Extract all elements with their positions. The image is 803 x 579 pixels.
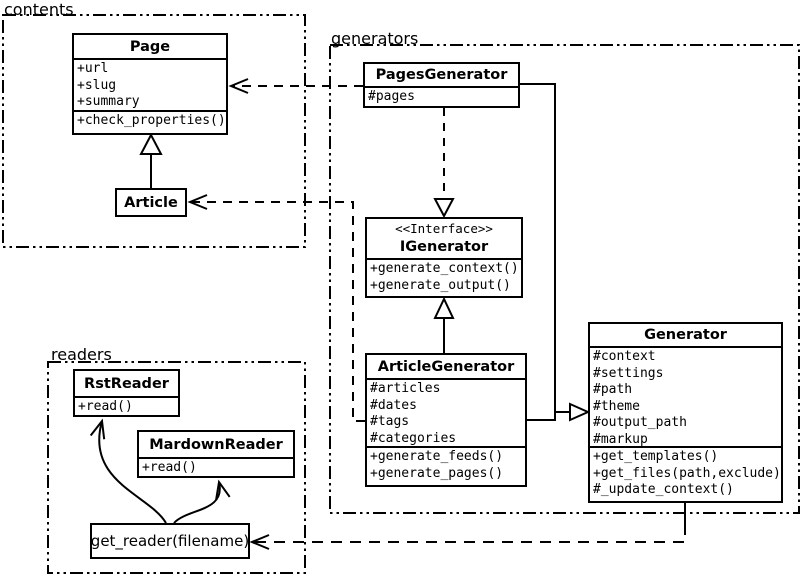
getreader-function-box: get_reader(filename) [90,523,250,559]
class-rstreader-name: RstReader [75,371,178,398]
arrow-getreader-to-mardownreader [173,479,231,524]
class-page: Page +url +slug +summary +check_properti… [72,33,228,135]
hollow-triangle-icon [139,132,163,155]
class-rstreader-methods: +read() [75,398,178,415]
attribute-line: #output_path [593,415,687,430]
dependency-articlegenerator-to-article [187,194,365,422]
arrow-getreader-to-rstreader [89,418,167,524]
class-igenerator-methods: +generate_context() +generate_output() [367,260,521,296]
class-generator-name: Generator [590,324,781,348]
package-label-generators: generators [331,29,419,48]
package-frames [2,14,800,574]
method-line: +generate_output() [370,277,511,293]
package-contents-frame [2,14,306,248]
attribute-line: #markup [593,431,648,447]
class-articlegenerator-methods: +generate_feeds() +generate_pages() [367,448,525,483]
method-line: +generate_context() [370,261,519,276]
generalization-articlegenerator-to-igenerator [433,296,455,353]
attribute-line: #theme [593,398,640,414]
hollow-triangle-icon [569,402,591,422]
class-articlegenerator-name: ArticleGenerator [367,355,525,380]
attribute-line: #tags [370,414,410,429]
attribute-line: #settings [593,365,664,381]
method-line: #_update_context() [593,482,734,497]
class-generator: Generator #context #settings #path #them… [588,322,783,503]
hollow-triangle-icon [433,296,455,319]
attribute-line: #context [593,349,656,364]
class-igenerator-name: IGenerator [399,238,489,255]
class-articlegenerator: ArticleGenerator #articles #dates #tags … [365,353,527,487]
class-pagesgenerator: PagesGenerator #pages [363,62,520,108]
attribute-line: #path [593,382,633,397]
class-mardownreader-methods: +read() [139,459,293,476]
class-pagesgenerator-attributes: #pages [365,88,518,106]
attribute-line: #pages [368,89,415,104]
method-line: +generate_pages() [370,465,504,481]
package-label-contents: contents [4,0,74,19]
class-rstreader: RstReader +read() [73,369,180,417]
dependency-generator-to-getreader [249,503,686,550]
attribute-line: #articles [370,381,441,396]
method-line: +get_files(path,exclude) [593,465,781,481]
interface-stereotype: <<Interface>> [395,220,493,236]
package-readers-frame [47,361,306,574]
class-article: Article [115,188,187,217]
class-generator-attributes: #context #settings #path #theme #output_… [590,348,781,448]
attribute-line: +url [77,61,109,76]
class-page-name: Page [74,35,226,60]
attribute-line: #dates [370,397,417,413]
class-mardownreader: MardownReader +read() [137,430,295,478]
class-mardownreader-name: MardownReader [139,432,293,459]
attribute-line: +summary [77,94,140,109]
class-igenerator: <<Interface>> IGenerator +generate_conte… [365,217,523,298]
generalization-to-generator [520,83,591,422]
hollow-triangle-icon [433,198,455,219]
method-line: +get_templates() [593,449,719,464]
realization-pagesgenerator-to-igenerator [433,108,455,219]
method-line: +check_properties() [77,113,226,128]
package-label-readers: readers [51,345,112,364]
method-line: +read() [142,460,197,475]
class-pagesgenerator-name: PagesGenerator [365,64,518,88]
class-articlegenerator-attributes: #articles #dates #tags #categories [367,380,525,448]
class-igenerator-title: <<Interface>> IGenerator [367,219,521,260]
generalization-article-to-page [139,132,163,188]
class-page-methods: +check_properties() [74,112,226,133]
attribute-line: #categories [370,430,457,446]
class-article-name: Article [124,194,178,211]
method-line: +read() [78,399,133,414]
method-line: +generate_feeds() [370,449,504,464]
attribute-line: +slug [77,77,117,93]
package-generators-frame [329,44,800,514]
class-generator-methods: +get_templates() +get_files(path,exclude… [590,448,781,499]
class-page-attributes: +url +slug +summary [74,60,226,112]
